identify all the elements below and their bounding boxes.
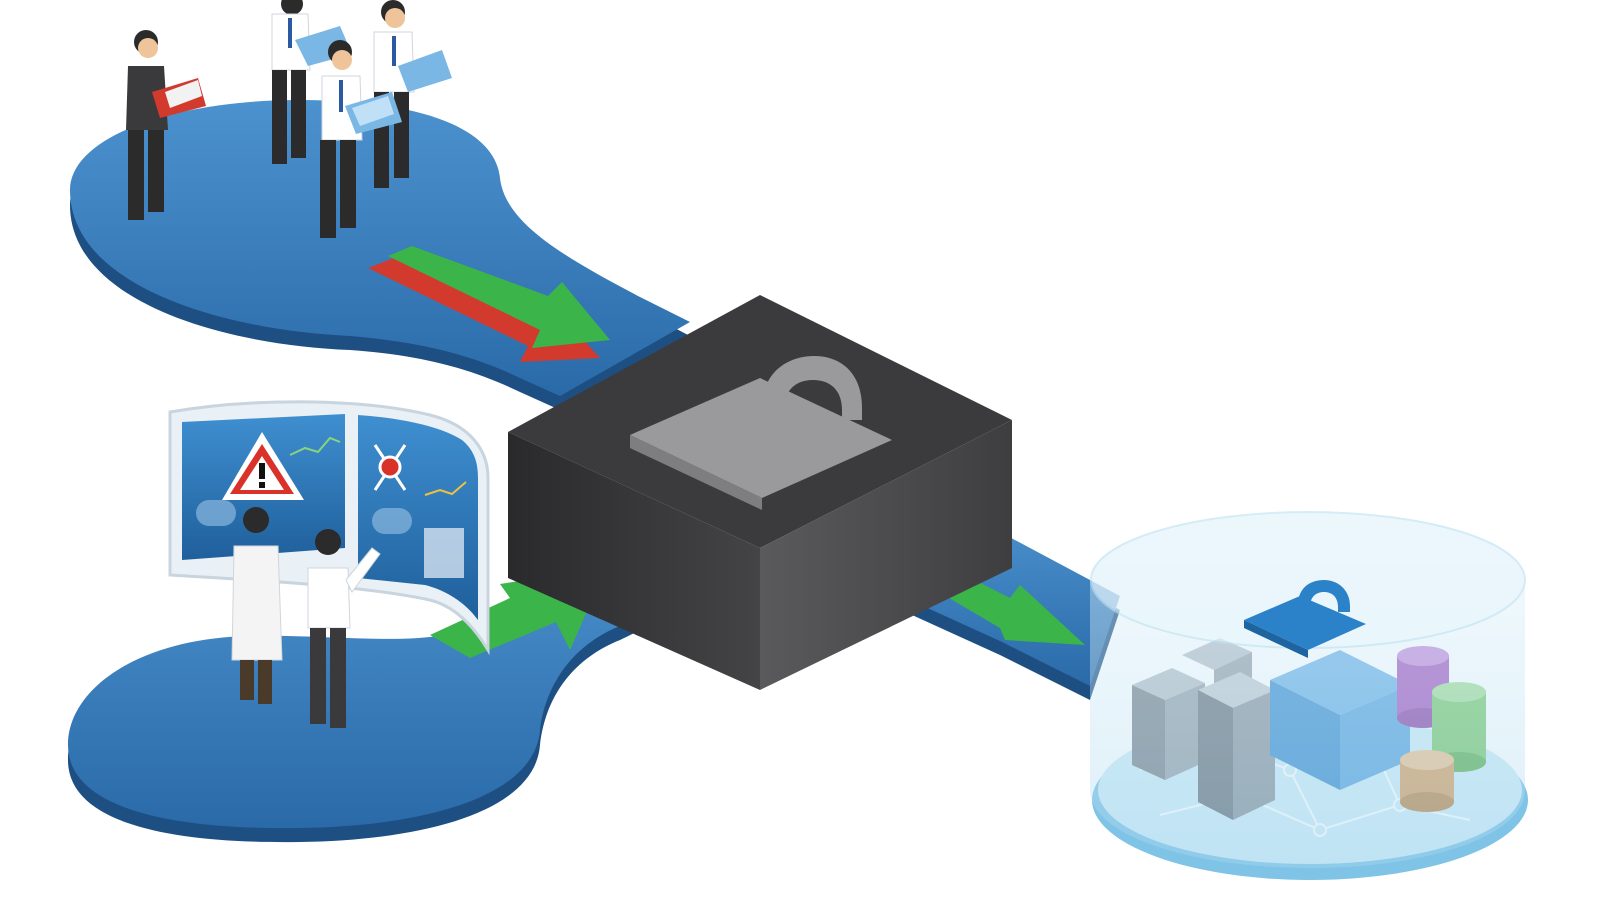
lock-icon <box>630 356 892 510</box>
dome-lock-icon <box>1244 580 1366 658</box>
data-store-dome <box>1090 511 1528 880</box>
person-icon-5 <box>307 529 381 728</box>
user-group-icon <box>126 0 452 238</box>
monitoring-screen <box>168 400 490 656</box>
person-icon-4 <box>320 40 402 238</box>
warning-icon <box>222 432 304 500</box>
chart-line-icon <box>289 436 341 456</box>
green-arrow <box>388 246 610 348</box>
chart-line-icon-2 <box>424 481 467 496</box>
globe-icon <box>196 500 236 526</box>
users-flow-arrows <box>368 246 610 362</box>
analyst-group-icon <box>231 507 381 728</box>
security-gateway-box <box>508 295 1012 690</box>
person-icon-2 <box>271 0 352 164</box>
person-icon <box>126 30 206 220</box>
globe-icon-2 <box>372 508 412 534</box>
virus-icon <box>373 444 407 491</box>
person-lab-coat-icon <box>231 507 283 704</box>
